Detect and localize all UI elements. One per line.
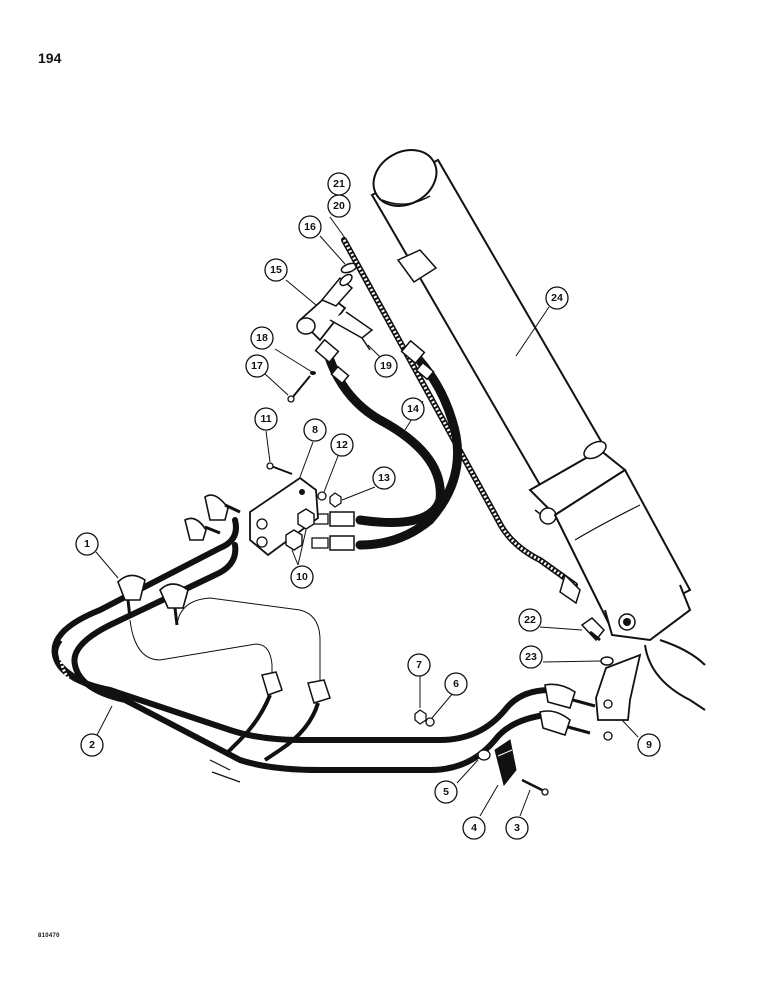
spacer-5	[477, 749, 491, 761]
callout-20: 20	[327, 194, 351, 218]
callout-3: 3	[505, 816, 529, 840]
callout-label-2: 2	[89, 739, 95, 751]
callout-label-12: 12	[336, 439, 348, 451]
callout-label-3: 3	[514, 822, 520, 834]
bolt-3	[521, 778, 549, 796]
callout-label-23: 23	[525, 651, 537, 663]
callout-15: 15	[264, 258, 288, 282]
callout-1: 1	[75, 532, 99, 556]
callout-14: 14	[401, 397, 425, 421]
callout-4: 4	[462, 816, 486, 840]
callout-label-11: 11	[260, 413, 271, 425]
callout-label-9: 9	[646, 739, 652, 751]
callout-label-19: 19	[380, 360, 392, 372]
callout-21: 21	[327, 172, 351, 196]
hoses-14	[311, 338, 463, 551]
steel-lines-1-2	[51, 494, 596, 783]
screw-17-washer-18	[287, 371, 316, 403]
callout-label-20: 20	[333, 200, 345, 212]
callout-12: 12	[330, 433, 354, 457]
callout-label-13: 13	[378, 472, 390, 484]
callout-label-22: 22	[524, 614, 536, 626]
callout-22: 22	[518, 608, 542, 632]
callout-label-15: 15	[270, 264, 282, 276]
o-ring-23	[600, 656, 614, 666]
washer-12-nut-13	[317, 491, 342, 508]
leader-lines	[95, 216, 639, 817]
callout-16: 16	[298, 215, 322, 239]
clamp-4	[494, 739, 517, 787]
callout-label-14: 14	[407, 403, 419, 415]
bolt-11	[266, 462, 293, 475]
callout-label-10: 10	[296, 571, 308, 583]
nuts-10	[285, 508, 315, 551]
callout-8: 8	[303, 418, 327, 442]
callout-18: 18	[250, 326, 274, 350]
callout-6: 6	[444, 672, 468, 696]
callout-label-6: 6	[453, 678, 459, 690]
callout-7: 7	[407, 653, 431, 677]
callout-label-16: 16	[304, 221, 316, 233]
callout-9: 9	[637, 733, 661, 757]
callout-label-1: 1	[84, 538, 90, 550]
clip-19	[329, 311, 374, 351]
elbow-fitting-15	[296, 273, 354, 342]
bracket-9	[595, 653, 642, 741]
reference-code: 810470	[38, 933, 60, 939]
callout-label-7: 7	[416, 659, 422, 671]
callout-13: 13	[372, 466, 396, 490]
callout-label-21: 21	[333, 178, 345, 190]
hydraulic-cylinder	[370, 149, 706, 711]
callout-24: 24	[545, 286, 569, 310]
washer-6-nut-7	[414, 709, 435, 727]
callout-label-24: 24	[551, 292, 563, 304]
callout-label-4: 4	[471, 822, 477, 834]
steel-line-upper	[341, 237, 581, 605]
callout-17: 17	[245, 354, 269, 378]
callout-23: 23	[519, 645, 543, 669]
callout-label-5: 5	[443, 786, 449, 798]
callout-2: 2	[80, 733, 104, 757]
bracket-8	[249, 476, 319, 557]
callout-label-8: 8	[312, 424, 318, 436]
callout-label-17: 17	[251, 360, 263, 372]
callout-10: 10	[290, 565, 314, 589]
callout-19: 19	[374, 354, 398, 378]
adapter-22	[580, 617, 606, 642]
callout-label-18: 18	[256, 332, 268, 344]
callout-11: 11	[254, 407, 278, 431]
o-ring-16	[340, 262, 358, 274]
callout-5: 5	[434, 780, 458, 804]
page-number: 194	[38, 50, 62, 66]
